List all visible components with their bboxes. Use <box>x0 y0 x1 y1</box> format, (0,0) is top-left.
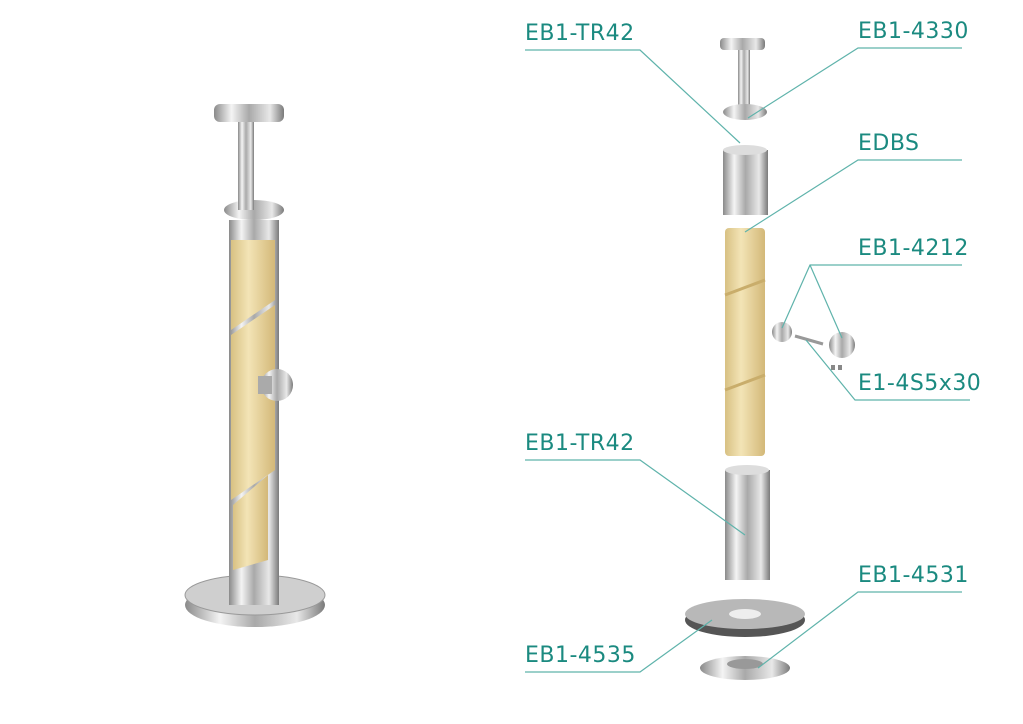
label-base-cover: EB1-4531 <box>858 563 969 588</box>
label-base-plate: EB1-4535 <box>525 643 636 668</box>
leader-lines <box>525 47 970 673</box>
label-holder: EB1-4330 <box>858 19 969 44</box>
exploded-parts <box>685 38 855 680</box>
assembled-post <box>184 104 326 627</box>
label-tube-bottom: EB1-TR42 <box>525 431 635 456</box>
label-tube-top: EB1-TR42 <box>525 21 635 46</box>
label-wood-post: EDBS <box>858 131 920 156</box>
label-clamp: EB1-4212 <box>858 236 969 261</box>
label-screw: E1-4S5x30 <box>858 371 982 396</box>
